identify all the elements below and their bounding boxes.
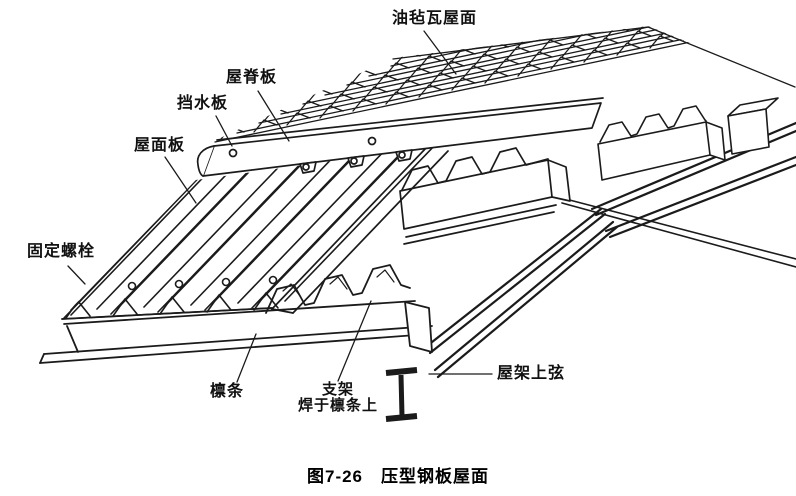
leader-roof-panel <box>164 156 197 204</box>
leader-felt-tile-roof <box>423 30 457 75</box>
leader-purlin <box>236 333 257 383</box>
ridge-plate <box>196 97 604 177</box>
leader-lines <box>67 30 493 383</box>
panel-verge-strip <box>271 146 449 314</box>
far-purlin-and-deck <box>597 97 779 181</box>
figure-caption-number: 图7-26 <box>306 467 364 486</box>
figure-caption-title: 压型钢板屋面 <box>381 467 490 486</box>
felt-roof-eave-edge <box>557 196 796 268</box>
leader-bracket <box>337 300 372 382</box>
label-ridge-plate: 屋脊板 <box>226 69 278 86</box>
figure-caption: 图7-26 压型钢板屋面 <box>0 462 796 487</box>
middle-deck-and-purlin <box>399 147 571 245</box>
leader-anchor-bolt <box>67 265 86 285</box>
truss-top-chord-beam-lower <box>425 207 619 379</box>
leader-ridge-plate <box>257 90 290 142</box>
label-purlin: 檩条 <box>210 383 245 400</box>
label-truss-top-chord: 屋架上弦 <box>497 365 566 382</box>
label-water-baffle: 挡水板 <box>177 95 229 112</box>
label-anchor-bolt: 固定螺栓 <box>27 243 96 260</box>
leader-water-baffle <box>215 115 233 147</box>
ibeam-cross-section <box>385 367 418 422</box>
label-bracket-line1: 支架 <box>321 381 354 398</box>
label-bracket-line2: 焊于檩条上 <box>297 396 378 414</box>
roof-panel-surface <box>61 146 438 320</box>
label-roof-panel: 屋面板 <box>134 137 186 154</box>
label-felt-tile-roof: 油毡瓦屋面 <box>392 10 478 27</box>
label-bracket: 支架 焊于檩条上 <box>283 382 393 414</box>
